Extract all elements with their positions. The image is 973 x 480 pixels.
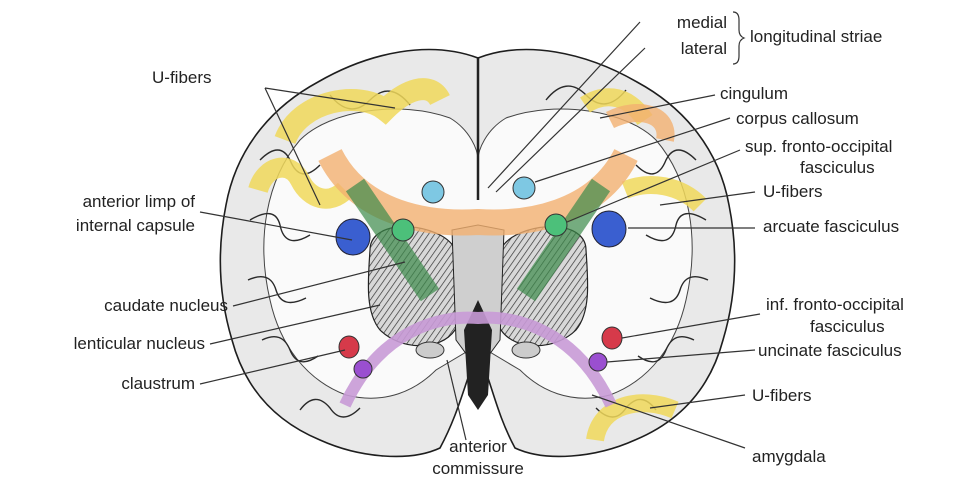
label-uncinate-fasciculus: uncinate fasciculus [758,341,902,360]
sup-fronto-occipital-left [392,219,414,241]
inf-fronto-occipital-left [339,336,359,358]
arcuate-right [592,211,626,247]
label-u-fibers-top: U-fibers [152,68,212,87]
label-sup-fronto-occipital-1: sup. fronto-occipital [745,137,892,156]
inf-fronto-occipital-right [602,327,622,349]
label-u-fibers-right: U-fibers [763,182,823,201]
striae-bracket [733,12,744,64]
uncinate-left [354,360,372,378]
label-claustrum: claustrum [121,374,195,393]
label-arcuate-fasciculus: arcuate fasciculus [763,217,899,236]
label-anterior-commissure-2: commissure [432,459,524,478]
label-medial: medial [677,13,727,32]
label-lenticular-nucleus: lenticular nucleus [74,334,205,353]
label-inf-fronto-occipital-1: inf. fronto-occipital [766,295,904,314]
label-anterior-limp-2: internal capsule [76,216,195,235]
cingulum-left [422,181,444,203]
label-caudate-nucleus: caudate nucleus [104,296,228,315]
label-amygdala: amygdala [752,447,826,466]
label-u-fibers-bottom: U-fibers [752,386,812,405]
label-cingulum: cingulum [720,84,788,103]
label-sup-fronto-occipital-2: fasciculus [800,158,875,177]
label-anterior-commissure-1: anterior [449,437,507,456]
label-corpus-callosum: corpus callosum [736,109,859,128]
sup-fronto-occipital-right [545,214,567,236]
label-longitudinal-striae: longitudinal striae [750,27,882,46]
uncinate-right [589,353,607,371]
arcuate-left [336,219,370,255]
label-inf-fronto-occipital-2: fasciculus [810,317,885,336]
label-anterior-limp-1: anterior limp of [83,192,196,211]
cingulum-right [513,177,535,199]
label-lateral: lateral [681,39,727,58]
